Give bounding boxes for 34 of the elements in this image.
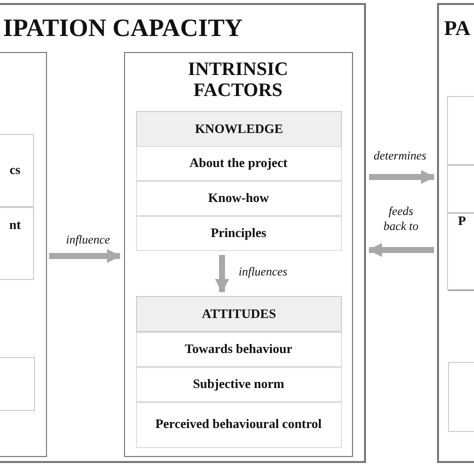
heading: IPATION CAPACITY bbox=[3, 15, 243, 43]
row-text: Perceived behavioural control bbox=[154, 417, 323, 432]
table-row bbox=[136, 366, 342, 402]
row-text: cs bbox=[8, 163, 22, 178]
table-row bbox=[0, 134, 34, 207]
heading: KNOWLEDGE bbox=[137, 112, 341, 147]
edge-label: influences bbox=[238, 264, 288, 280]
table-row bbox=[136, 402, 342, 448]
table-row bbox=[136, 332, 342, 366]
heading: PA bbox=[444, 17, 470, 41]
panel bbox=[0, 3, 366, 463]
arrow bbox=[215, 255, 229, 293]
heading: INTRINSIC FACTORS bbox=[186, 58, 290, 102]
table-row bbox=[136, 146, 342, 180]
panel bbox=[0, 52, 46, 456]
table-panel bbox=[136, 296, 342, 448]
row-text: Principles bbox=[210, 226, 268, 240]
table-row bbox=[136, 216, 342, 250]
arrow bbox=[369, 170, 435, 184]
table-row bbox=[0, 207, 34, 280]
row-text: P bbox=[457, 214, 467, 229]
row-text: Know-how bbox=[207, 190, 270, 206]
arrow bbox=[368, 243, 434, 257]
heading: ATTITUDES bbox=[137, 297, 341, 332]
table-panel bbox=[136, 111, 342, 251]
row-text: nt bbox=[8, 218, 22, 233]
edge-label: influence bbox=[66, 232, 110, 248]
arrow bbox=[49, 249, 121, 263]
table-row bbox=[136, 180, 342, 216]
row-text: Towards behaviour bbox=[184, 342, 294, 356]
panel bbox=[124, 52, 352, 456]
table-row bbox=[0, 357, 35, 411]
row-text: Subjective norm bbox=[192, 376, 286, 392]
row-text: About the project bbox=[188, 156, 288, 170]
